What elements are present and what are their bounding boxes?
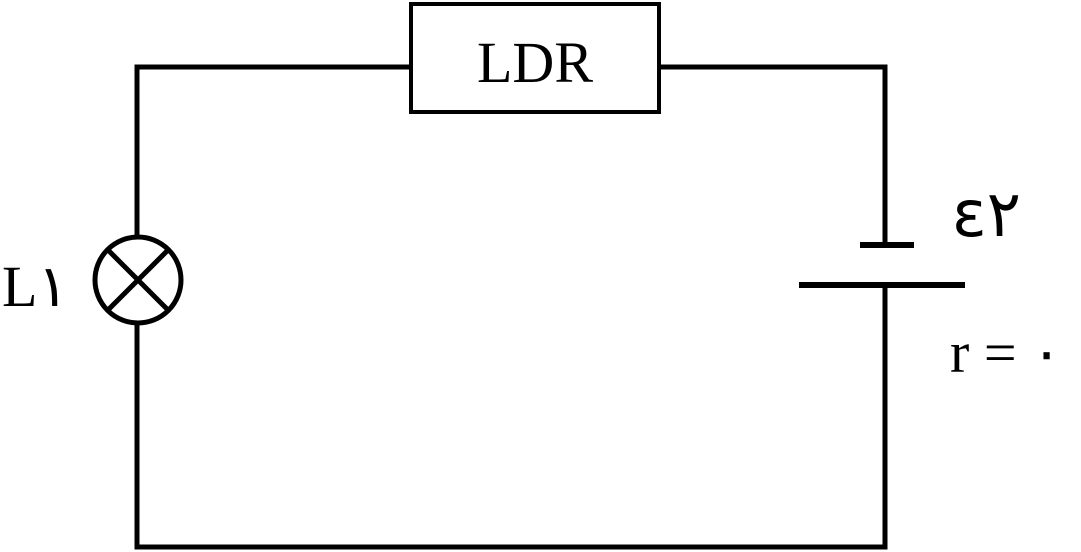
- ldr-label: LDR: [477, 30, 593, 95]
- internal-resistance-label: r = ٠: [950, 320, 1062, 385]
- lamp-label: L١: [2, 254, 69, 319]
- emf-label: ε٢: [952, 178, 1021, 252]
- lamp-symbol: [92, 234, 184, 326]
- ldr-resistor: [409, 2, 661, 114]
- battery-symbol: [799, 242, 965, 288]
